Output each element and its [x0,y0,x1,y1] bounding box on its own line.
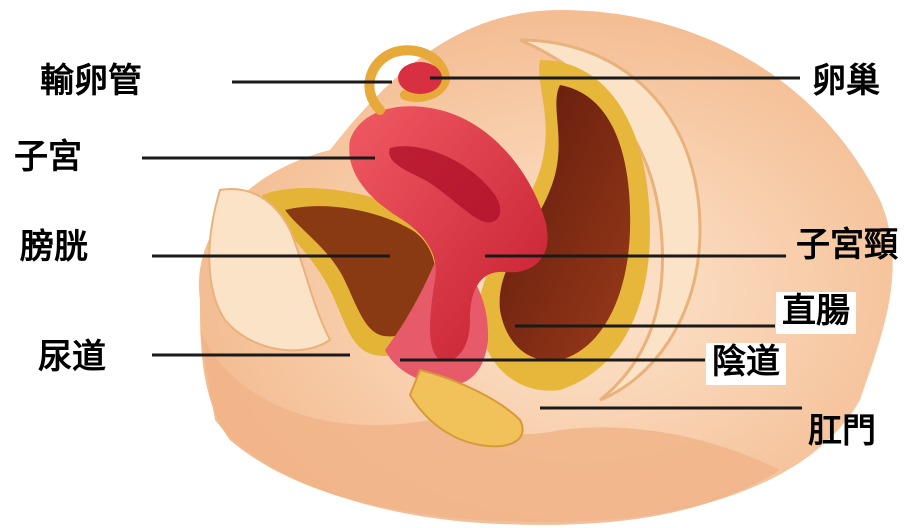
label-uterus: 子宮 [14,140,82,174]
label-cervix: 子宮頸 [796,228,898,262]
label-vagina: 陰道 [706,343,786,385]
label-urethra: 尿道 [38,340,106,374]
label-rectum: 直腸 [776,292,856,334]
label-bladder: 膀胱 [20,230,88,264]
label-fallopian-tube: 輸卵管 [40,64,142,98]
label-anus: 肛門 [808,414,876,448]
label-ovary: 卵巢 [812,64,880,98]
